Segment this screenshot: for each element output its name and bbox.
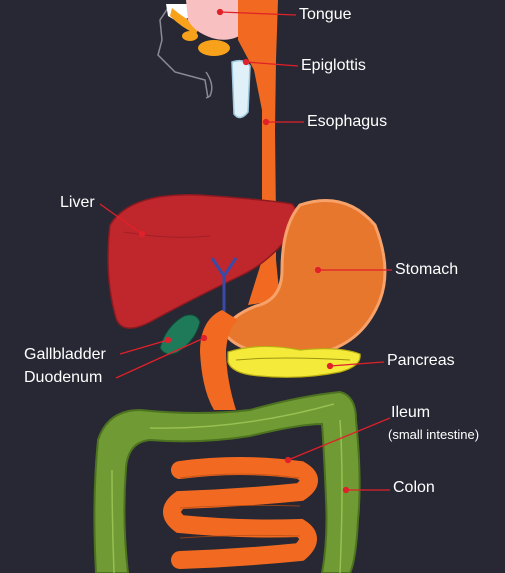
ileum-shape [172,466,309,560]
label-epiglottis: Epiglottis [301,57,366,75]
label-esophagus: Esophagus [307,113,387,131]
label-ileum-subtitle: (small intestine) [388,426,479,444]
epiglottis-shape [232,61,250,118]
label-tongue: Tongue [299,6,352,24]
colon-shape [94,392,359,573]
salivary-gland [198,40,230,56]
label-colon: Colon [393,479,435,497]
label-pancreas: Pancreas [387,352,455,370]
label-gallbladder: Gallbladder [24,346,106,364]
label-liver: Liver [60,194,95,212]
pancreas-shape [228,346,360,377]
label-duodenum: Duodenum [24,369,102,387]
label-ileum: Ileum [391,404,430,422]
label-stomach: Stomach [395,261,458,279]
